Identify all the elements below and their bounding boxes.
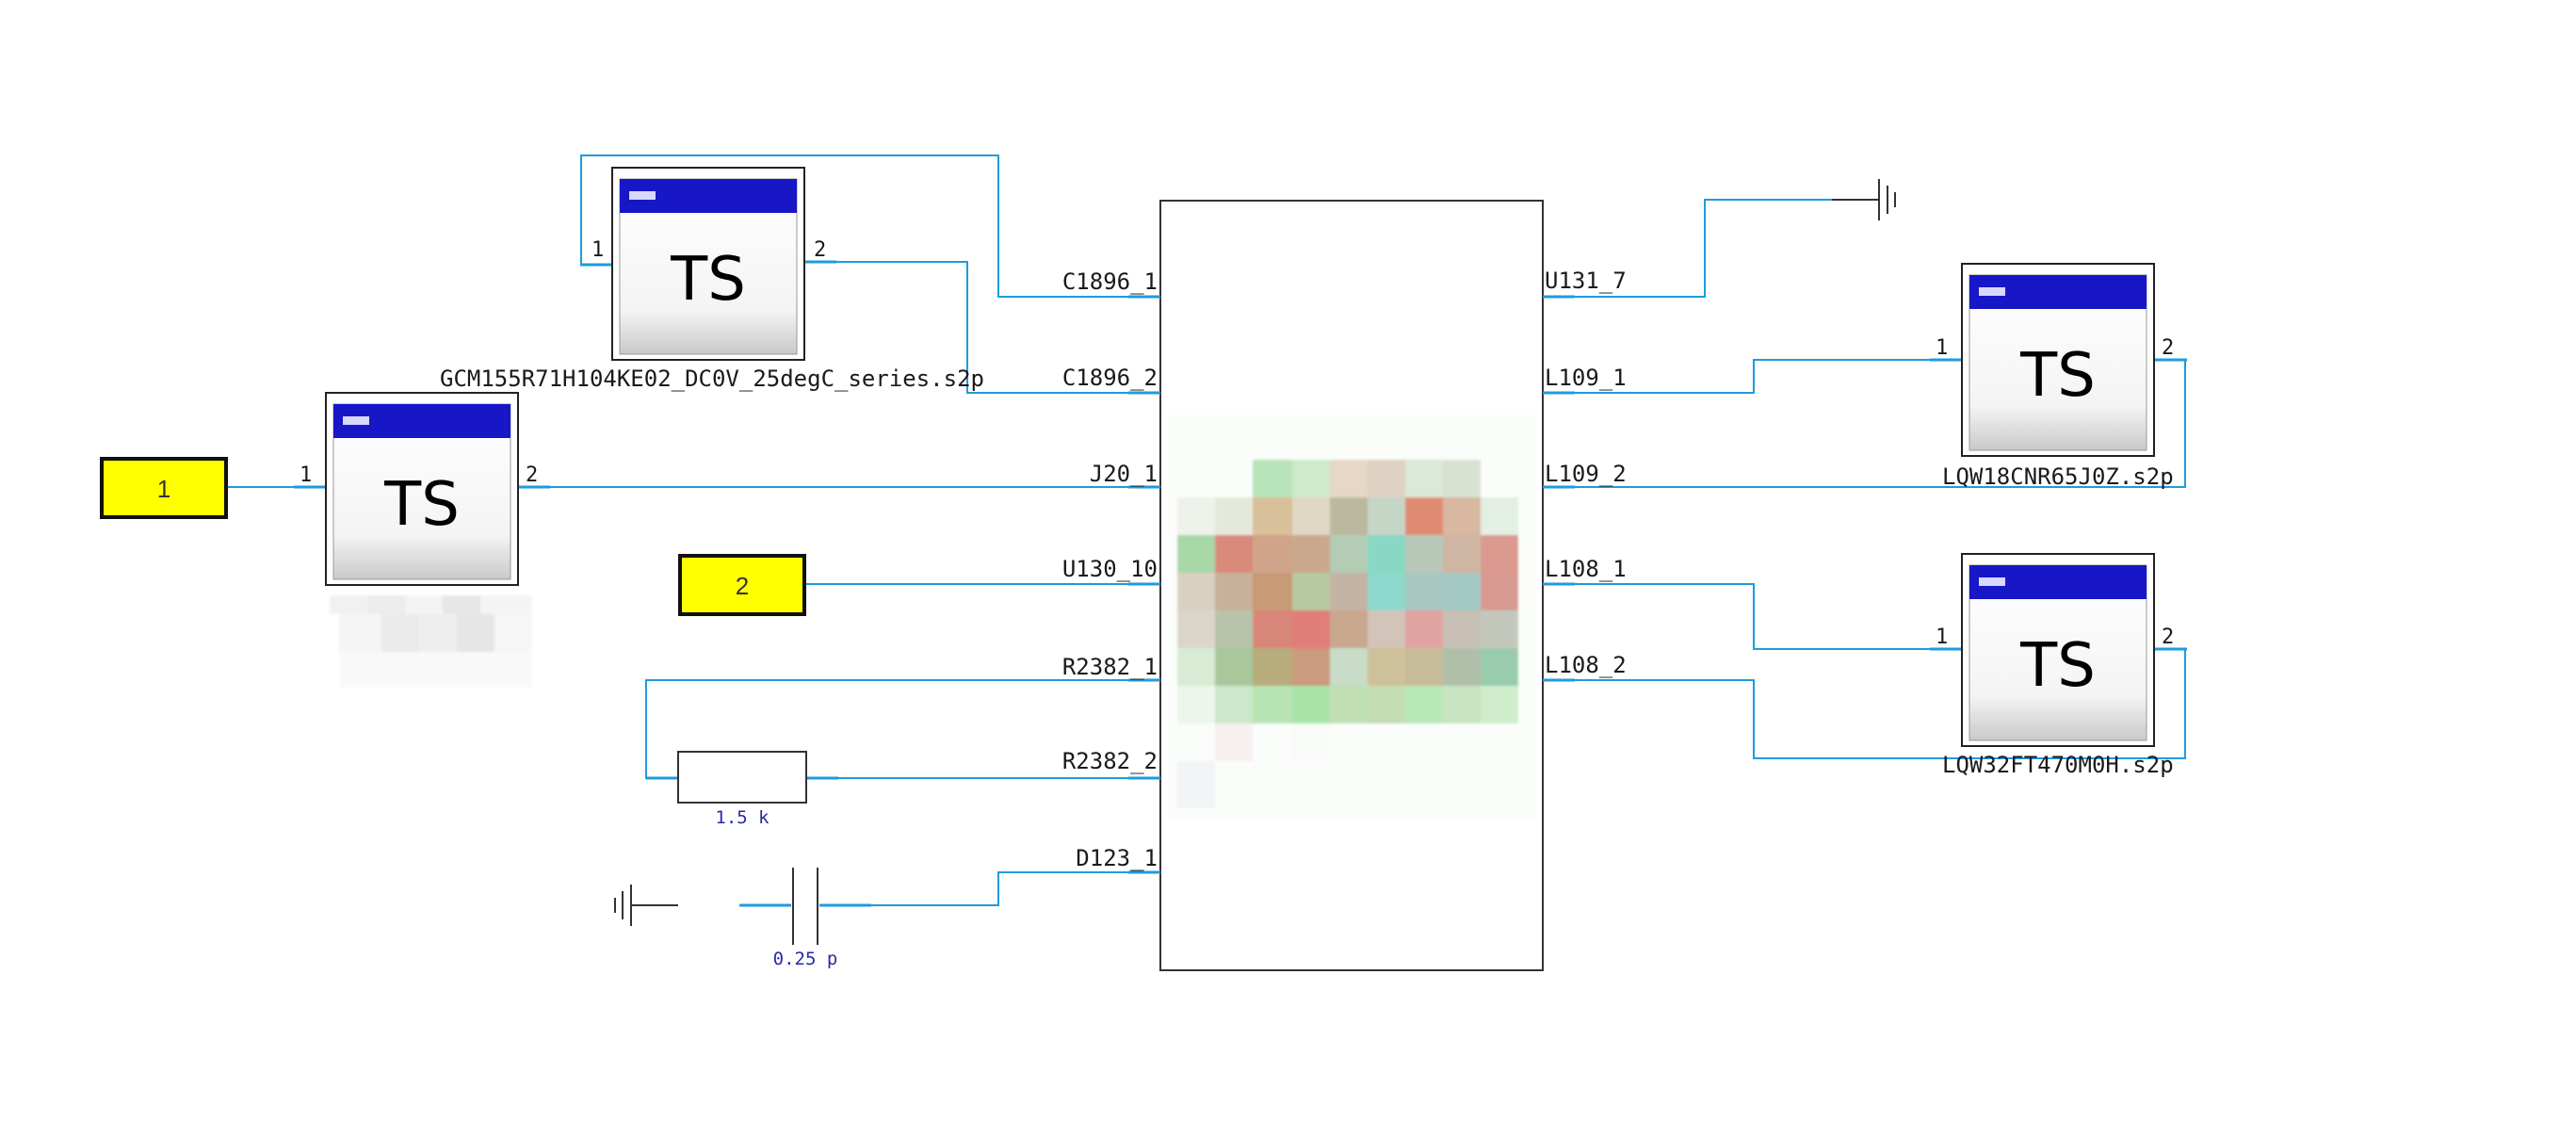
capacitor-value: 0.25 p — [773, 949, 838, 969]
ts-left-pin1: 1 — [300, 463, 312, 487]
resistor-icon[interactable] — [646, 751, 838, 804]
port-2-label: 2 — [736, 572, 749, 600]
wire-gcm-pin2-c1896-2[interactable] — [804, 261, 1160, 394]
ic-pin-r2382-2: R2382_2 — [1062, 748, 1158, 774]
wire-l108-1[interactable] — [1543, 583, 1962, 650]
ts-lqw32-filename: LQW32FT470M0H.s2p — [1942, 752, 2174, 778]
wire-u131-gnd[interactable] — [1543, 199, 1879, 298]
ts-gcm-pin2: 2 — [814, 238, 826, 262]
ic-pin-l108-2: L108_2 — [1545, 652, 1627, 678]
ic-pin-j20-1: J20_1 — [1090, 461, 1158, 487]
resistor-value: 1.5 k — [715, 807, 770, 828]
ic-pin-u130-10: U130_10 — [1062, 556, 1158, 582]
ground-icon — [614, 885, 678, 926]
ic-pin-c1896-2: C1896_2 — [1062, 365, 1158, 391]
ts-file-icon: TS — [2019, 341, 2096, 411]
ic-left-pin-stubs — [1128, 295, 1160, 874]
ic-right-pin-stubs — [1543, 295, 1575, 682]
ts-lqw18-pin2: 2 — [2162, 336, 2174, 360]
ts-gcm-filename: GCM155R71H104KE02_DC0V_25degC_series.s2p — [440, 366, 984, 392]
ic-component[interactable]: C1896_1 C1896_2 J20_1 U130_10 R2382_1 R2… — [1062, 200, 1627, 971]
ic-pin-c1896-1: C1896_1 — [1062, 268, 1158, 295]
ground-icon — [1832, 179, 1896, 220]
ts-gcm-pin1: 1 — [591, 238, 604, 262]
ts-lqw18-filename: LQW18CNR65J0Z.s2p — [1942, 463, 2174, 490]
ts-block-lqw32[interactable]: TS 1 2 — [1930, 553, 2187, 747]
wire-l109-1[interactable] — [1543, 359, 1962, 394]
ts-block-gcm[interactable]: TS 1 2 — [580, 167, 836, 361]
port-2[interactable]: 2 — [678, 554, 806, 616]
redacted-ic-image — [1168, 414, 1535, 820]
ts-left-pin2: 2 — [526, 463, 538, 487]
ts-lqw32-pin1: 1 — [1936, 625, 1948, 649]
ic-pin-u131-7: U131_7 — [1545, 268, 1627, 294]
ts-block-lqw18[interactable]: TS 1 2 — [1930, 263, 2187, 457]
redacted-filename — [330, 595, 532, 688]
ts-lqw18-pin1: 1 — [1936, 336, 1948, 360]
ic-pin-l108-1: L108_1 — [1545, 556, 1627, 582]
ts-file-icon: TS — [2019, 631, 2096, 701]
ts-block-left[interactable]: TS 1 2 — [294, 392, 550, 586]
ic-pin-l109-2: L109_2 — [1545, 461, 1627, 487]
wire-d123[interactable] — [871, 871, 1160, 906]
ts-lqw32-pin2: 2 — [2162, 625, 2174, 649]
ic-pin-l109-1: L109_1 — [1545, 365, 1627, 391]
ic-pin-d123-1: D123_1 — [1076, 845, 1158, 871]
capacitor-icon[interactable] — [739, 868, 871, 945]
port-1-label: 1 — [157, 475, 170, 503]
ts-file-icon: TS — [383, 470, 460, 540]
ts-file-icon: TS — [670, 245, 746, 315]
port-1[interactable]: 1 — [100, 457, 228, 519]
ic-pin-r2382-1: R2382_1 — [1062, 654, 1158, 680]
